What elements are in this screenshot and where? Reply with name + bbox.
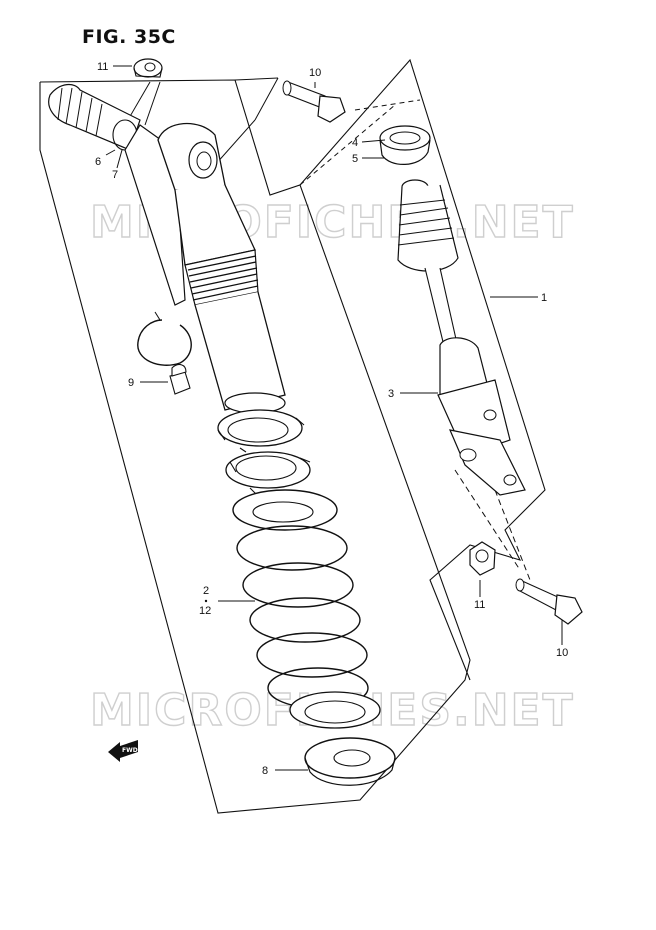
callout-2: 2 — [203, 585, 209, 597]
bolt-top — [282, 80, 346, 123]
fwd-arrow-icon: FWD — [108, 740, 138, 762]
nut-bottom — [469, 541, 496, 576]
leader-line — [214, 119, 256, 166]
callout-12: 12 — [199, 605, 211, 617]
callout-3: 3 — [388, 388, 394, 400]
callout-dot — [204, 599, 208, 603]
callout-4: 4 — [352, 137, 358, 149]
lock-nut-lower — [225, 451, 311, 495]
callout-11-top: 11 — [97, 61, 108, 73]
callout-9: 9 — [128, 377, 134, 389]
callout-10-bottom: 10 — [556, 647, 568, 659]
callout-8: 8 — [262, 765, 268, 777]
figure-title: FIG. 35C — [82, 26, 176, 48]
bushing — [379, 125, 431, 165]
nut-top — [133, 58, 163, 78]
circlip — [137, 319, 192, 366]
clevis — [437, 337, 526, 496]
callout-11-bottom: 11 — [474, 599, 485, 611]
assembly-outline-left — [39, 79, 471, 814]
reservoir-hose — [48, 84, 141, 151]
callout-6: 6 — [95, 156, 101, 168]
callout-7: 7 — [112, 169, 118, 181]
callout-1: 1 — [541, 292, 547, 304]
spring-seat — [304, 737, 396, 786]
callout-leaders — [105, 65, 563, 771]
leader-line — [254, 77, 279, 121]
callout-5: 5 — [352, 153, 358, 165]
shock-body — [157, 122, 286, 414]
dashed-leader — [299, 104, 396, 186]
valve — [169, 363, 191, 395]
fwd-label: FWD — [122, 747, 138, 754]
callout-10-top: 10 — [309, 67, 321, 79]
leader-line — [234, 77, 279, 81]
bolt-bottom — [515, 578, 583, 625]
dashed-leader — [494, 489, 531, 581]
leader-line — [144, 81, 161, 126]
coil-spring — [232, 489, 381, 729]
assembly-outline-right — [299, 58, 546, 681]
lock-nut-upper — [217, 409, 305, 453]
dashed-leader — [354, 99, 421, 111]
damper-rod — [397, 179, 459, 351]
